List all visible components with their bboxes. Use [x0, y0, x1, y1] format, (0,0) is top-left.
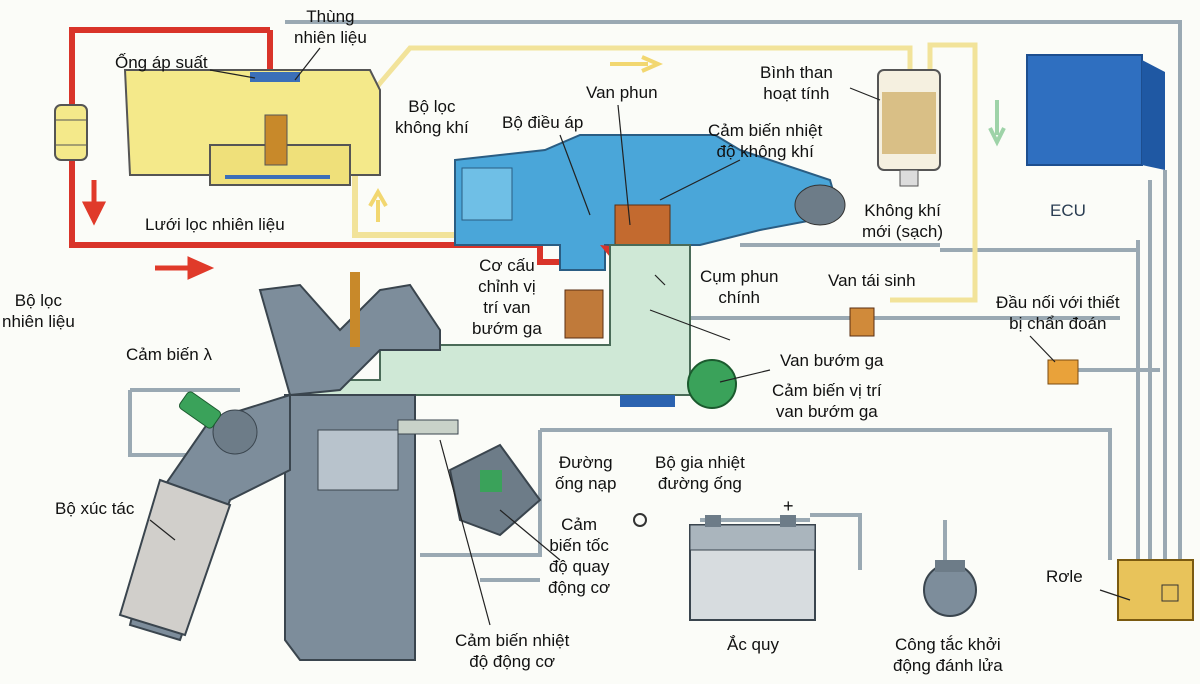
- label-role: Rơle: [1046, 567, 1083, 586]
- regeneration-valve: [849, 307, 875, 337]
- evap-arrow-right-icon: [610, 55, 663, 73]
- diagnostic-connector: [1047, 359, 1079, 385]
- throttle-actuator: [564, 289, 604, 339]
- relay: [1117, 559, 1194, 621]
- label-bo-gia-nhiet: Bộ gia nhiệt đường ống: [655, 453, 745, 493]
- ecu-unit: [1026, 54, 1165, 170]
- label-cong-tac: Công tắc khởi động đánh lửa: [893, 635, 1003, 675]
- label-cum-phun: Cụm phun chính: [700, 267, 779, 307]
- label-khong-khi-moi: Không khí mới (sạch): [862, 201, 944, 241]
- label-cam-bien-nhiet-kk: Cảm biến nhiệt độ không khí: [708, 121, 823, 161]
- label-van-phun: Van phun: [586, 83, 658, 102]
- engine-speed-sensor: [448, 443, 542, 537]
- throttle-position-sensor: [687, 359, 737, 409]
- label-cam-bien-toc-do: Cảm biến tốc độ quay động cơ: [548, 515, 611, 597]
- fuel-arrow-down-icon: [81, 180, 107, 226]
- exhaust-catalyst: [118, 393, 291, 642]
- label-thung-nhien-lieu: Thùng nhiên liệu: [294, 7, 367, 47]
- fuel-arrow-right-icon: [155, 256, 215, 280]
- label-ac-quy: Ắc quy: [727, 635, 779, 654]
- label-duong-ong-nap: Đường ống nạp: [555, 453, 617, 493]
- leader-lines: [149, 47, 1131, 626]
- label-van-tai-sinh: Van tái sinh: [828, 271, 916, 290]
- label-luoi-loc: Lưới lọc nhiên liệu: [145, 215, 285, 234]
- return-arrow-icon: [368, 187, 388, 222]
- lambda-sensor: [178, 391, 222, 429]
- label-van-buom-ga: Van bướm ga: [780, 351, 884, 370]
- battery: [633, 513, 816, 621]
- label-cam-bien-vi-tri: Cảm biến vị trí van bướm ga: [772, 381, 882, 421]
- air-arrow-down-icon: [988, 100, 1006, 147]
- fuel-tank: [123, 69, 381, 186]
- label-ong-ap-suat: Ống áp suất: [115, 53, 208, 72]
- label-ecu: ECU: [1050, 201, 1086, 220]
- ignition-switch: [923, 560, 977, 617]
- label-bo-loc-nhien-lieu: Bộ lọc nhiên liệu: [2, 291, 75, 331]
- charcoal-canister: [877, 69, 941, 187]
- label-cam-bien-lambda: Cảm biến λ: [126, 345, 212, 364]
- battery-plus-sign: +: [783, 496, 794, 516]
- engine-block: [258, 272, 441, 661]
- label-cam-bien-nhiet-dc: Cảm biến nhiệt độ động cơ: [455, 631, 570, 671]
- label-binh-than: Bình than hoạt tính: [760, 63, 833, 103]
- label-bo-dieu-ap: Bộ điều áp: [502, 113, 584, 132]
- label-bo-xuc-tac: Bộ xúc tác: [55, 499, 135, 518]
- label-co-cau: Cơ cấu chỉnh vị trí van bướm ga: [472, 256, 542, 338]
- fuel-filter: [54, 104, 88, 161]
- label-dau-noi: Đầu nối với thiết bị chẩn đoán: [996, 293, 1120, 333]
- engine-temp-sensor: [397, 419, 459, 435]
- label-bo-loc-khong-khi: Bộ lọc không khí: [395, 97, 469, 137]
- evap-line: [368, 42, 978, 303]
